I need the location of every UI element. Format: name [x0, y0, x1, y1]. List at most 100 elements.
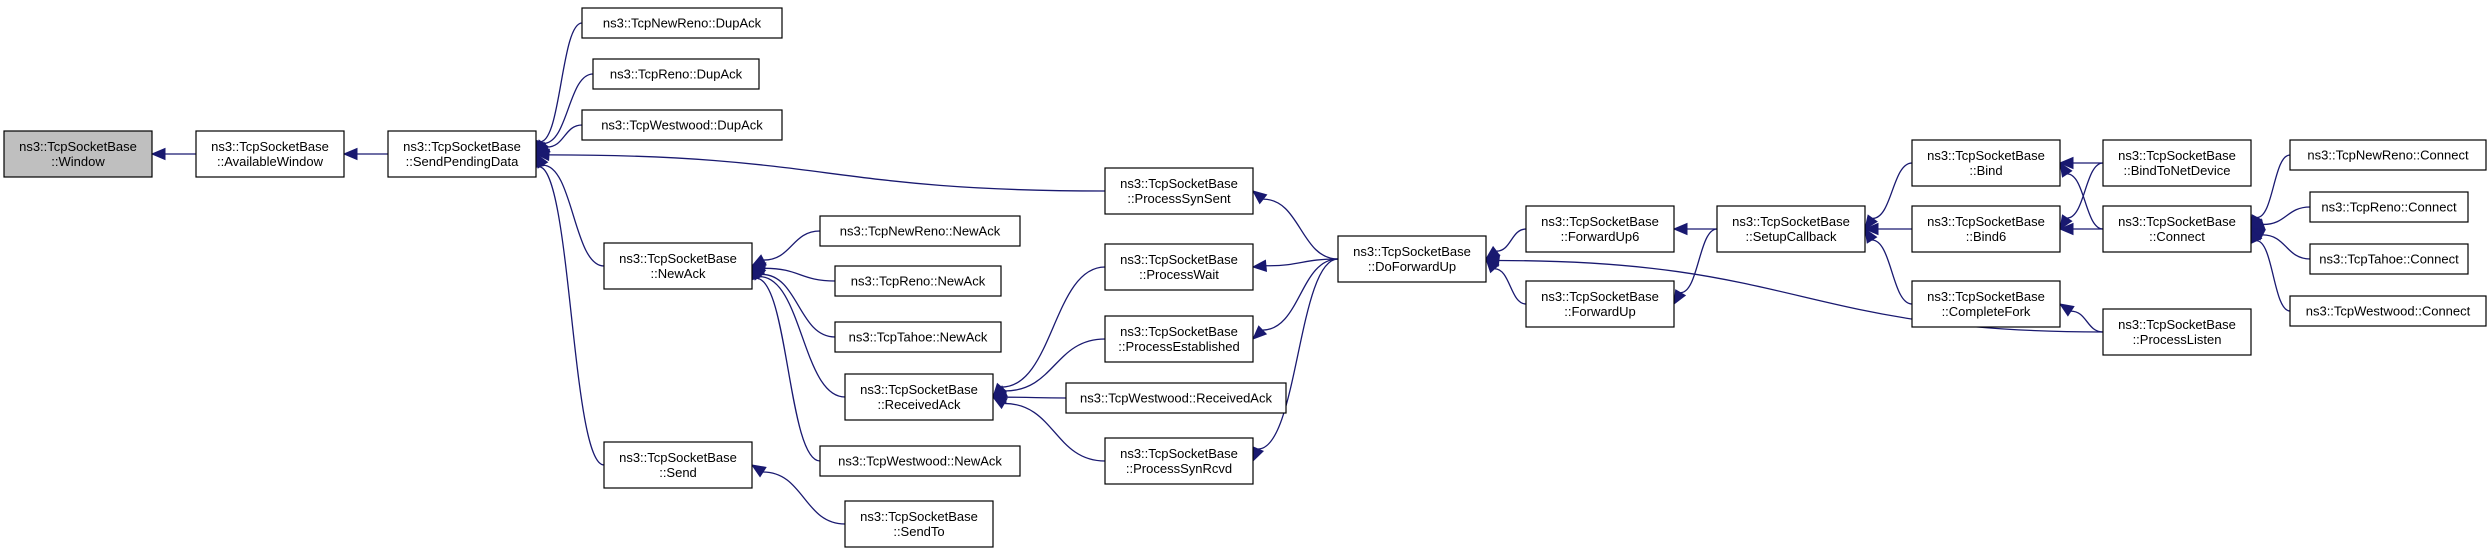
- edge-doforwardup-to-processestablished: [1252, 258, 1339, 340]
- node-label: ns3::TcpSocketBase: [1541, 289, 1659, 304]
- node-receivedack[interactable]: ns3::TcpSocketBase::ReceivedAck: [844, 373, 994, 421]
- node-box: [603, 441, 753, 489]
- node-box: [1104, 437, 1254, 485]
- node-send[interactable]: ns3::TcpSocketBase::Send: [603, 441, 753, 489]
- node-forwardup[interactable]: ns3::TcpSocketBase::ForwardUp: [1525, 280, 1675, 328]
- edge-bindtonetdevice-to-bind6: [2059, 162, 2104, 231]
- node-label: ::ProcessEstablished: [1118, 339, 1239, 354]
- node-label: ns3::TcpSocketBase: [1927, 289, 2045, 304]
- node-tahoe-newack[interactable]: ns3::TcpTahoe::NewAck: [834, 321, 1002, 353]
- node-newreno-newack[interactable]: ns3::TcpNewReno::NewAck: [819, 215, 1021, 247]
- node-newreno-connect[interactable]: ns3::TcpNewReno::Connect: [2289, 139, 2487, 171]
- node-tahoe-connect[interactable]: ns3::TcpTahoe::Connect: [2309, 243, 2469, 275]
- node-label: ::NewAck: [651, 266, 706, 281]
- node-processwait[interactable]: ns3::TcpSocketBase::ProcessWait: [1104, 243, 1254, 291]
- node-box: [1337, 235, 1487, 283]
- edge-forwardup-to-doforwardup: [1485, 258, 1527, 305]
- node-label: ns3::TcpSocketBase: [619, 251, 737, 266]
- arrowhead-icon: [150, 147, 166, 161]
- node-label: ::ForwardUp: [1564, 304, 1636, 319]
- edge-processlisten-to-doforwardup: [1484, 254, 2104, 333]
- node-processsynsent[interactable]: ns3::TcpSocketBase::ProcessSynSent: [1104, 167, 1254, 215]
- node-label: ::AvailableWindow: [217, 154, 324, 169]
- edge-processsynsent-to-sendpendingdata: [534, 148, 1106, 192]
- node-reno-dupack[interactable]: ns3::TcpReno::DupAck: [592, 58, 760, 90]
- node-newreno-dupack[interactable]: ns3::TcpNewReno::DupAck: [581, 7, 783, 39]
- edge-line: [2066, 162, 2104, 219]
- edge-line: [1265, 258, 1339, 267]
- edge-line: [2066, 173, 2104, 230]
- nodes-layer: ns3::TcpSocketBase::Windowns3::TcpSocket…: [3, 7, 2487, 548]
- node-box: [603, 242, 753, 290]
- node-window[interactable]: ns3::TcpSocketBase::Window: [3, 130, 153, 178]
- edge-tahoe-connect-to-connect: [2249, 228, 2311, 260]
- node-box: [1104, 167, 1254, 215]
- edge-processwait-to-receivedack: [992, 266, 1106, 398]
- edge-westwood-dupack-to-sendpendingdata: [534, 124, 583, 155]
- node-box: [819, 215, 1021, 247]
- node-setupcallback[interactable]: ns3::TcpSocketBase::SetupCallback: [1716, 205, 1866, 253]
- node-bind[interactable]: ns3::TcpSocketBase::Bind: [1911, 139, 2061, 187]
- node-label: ns3::TcpSocketBase: [19, 139, 137, 154]
- arrowhead-icon: [2058, 156, 2074, 170]
- edge-line: [538, 166, 605, 466]
- node-processlisten[interactable]: ns3::TcpSocketBase::ProcessListen: [2102, 308, 2252, 356]
- node-box: [1104, 315, 1254, 363]
- arrowhead-icon: [1484, 254, 1501, 267]
- node-label: ns3::TcpReno::Connect: [2321, 200, 2457, 215]
- node-processestablished[interactable]: ns3::TcpSocketBase::ProcessEstablished: [1104, 315, 1254, 363]
- node-bind6[interactable]: ns3::TcpSocketBase::Bind6: [1911, 205, 2061, 253]
- node-label: ns3::TcpSocketBase: [1120, 252, 1238, 267]
- edge-line: [756, 277, 821, 462]
- node-box: [3, 130, 153, 178]
- node-box: [2102, 139, 2252, 187]
- node-box: [2309, 191, 2469, 223]
- node-westwood-connect[interactable]: ns3::TcpWestwood::Connect: [2289, 295, 2487, 327]
- arrowhead-icon: [1864, 227, 1878, 244]
- node-sendpendingdata[interactable]: ns3::TcpSocketBase::SendPendingData: [387, 130, 537, 178]
- node-processsynrcvd[interactable]: ns3::TcpSocketBase::ProcessSynRcvd: [1104, 437, 1254, 485]
- edge-line: [1680, 228, 1718, 294]
- node-westwood-newack[interactable]: ns3::TcpWestwood::NewAck: [819, 445, 1021, 477]
- node-sendto[interactable]: ns3::TcpSocketBase::SendTo: [844, 500, 994, 548]
- edge-newack-to-sendpendingdata: [535, 152, 605, 267]
- edge-line: [763, 230, 821, 261]
- node-label: ns3::TcpSocketBase: [1927, 148, 2045, 163]
- node-label: ns3::TcpSocketBase: [1927, 214, 2045, 229]
- node-connect[interactable]: ns3::TcpSocketBase::Connect: [2102, 205, 2252, 253]
- node-availablewindow[interactable]: ns3::TcpSocketBase::AvailableWindow: [195, 130, 345, 178]
- node-forwardup6[interactable]: ns3::TcpSocketBase::ForwardUp6: [1525, 205, 1675, 253]
- node-box: [2289, 295, 2487, 327]
- node-label: ns3::TcpSocketBase: [1353, 244, 1471, 259]
- node-doforwardup[interactable]: ns3::TcpSocketBase::DoForwardUp: [1337, 235, 1487, 283]
- edge-bind-to-setupcallback: [1864, 162, 1913, 231]
- node-reno-connect[interactable]: ns3::TcpReno::Connect: [2309, 191, 2469, 223]
- node-label: ::Bind6: [1966, 229, 2006, 244]
- edge-line: [2262, 234, 2311, 260]
- edge-setupcallback-to-forwardup6: [1672, 222, 1718, 236]
- node-completefork[interactable]: ns3::TcpSocketBase::CompleteFork: [1911, 280, 2061, 328]
- edge-connect-to-bind: [2059, 161, 2104, 230]
- node-westwood-receivedack[interactable]: ns3::TcpWestwood::ReceivedAck: [1065, 382, 1287, 414]
- edge-doforwardup-to-processsynsent: [1251, 190, 1339, 260]
- node-box: [819, 445, 1021, 477]
- node-label: ::Window: [51, 154, 105, 169]
- node-label: ns3::TcpSocketBase: [211, 139, 329, 154]
- node-box: [844, 500, 994, 548]
- edge-availablewindow-to-window: [150, 147, 197, 161]
- node-box: [1065, 382, 1287, 414]
- node-label: ns3::TcpSocketBase: [1120, 446, 1238, 461]
- edge-forwardup6-to-doforwardup: [1484, 228, 1527, 260]
- node-bindtonetdevice[interactable]: ns3::TcpSocketBase::BindToNetDevice: [2102, 139, 2252, 187]
- node-reno-newack[interactable]: ns3::TcpReno::NewAck: [834, 265, 1002, 297]
- node-box: [2309, 243, 2469, 275]
- node-box: [834, 321, 1002, 353]
- edge-newreno-newack-to-newack: [750, 230, 821, 267]
- node-label: ns3::TcpSocketBase: [1120, 176, 1238, 191]
- edge-line: [548, 154, 1106, 192]
- node-label: ns3::TcpSocketBase: [1120, 324, 1238, 339]
- node-newack[interactable]: ns3::TcpSocketBase::NewAck: [603, 242, 753, 290]
- node-westwood-dupack[interactable]: ns3::TcpWestwood::DupAck: [581, 109, 783, 141]
- edge-newreno-dupack-to-sendpendingdata: [534, 22, 583, 156]
- edge-line: [764, 267, 836, 282]
